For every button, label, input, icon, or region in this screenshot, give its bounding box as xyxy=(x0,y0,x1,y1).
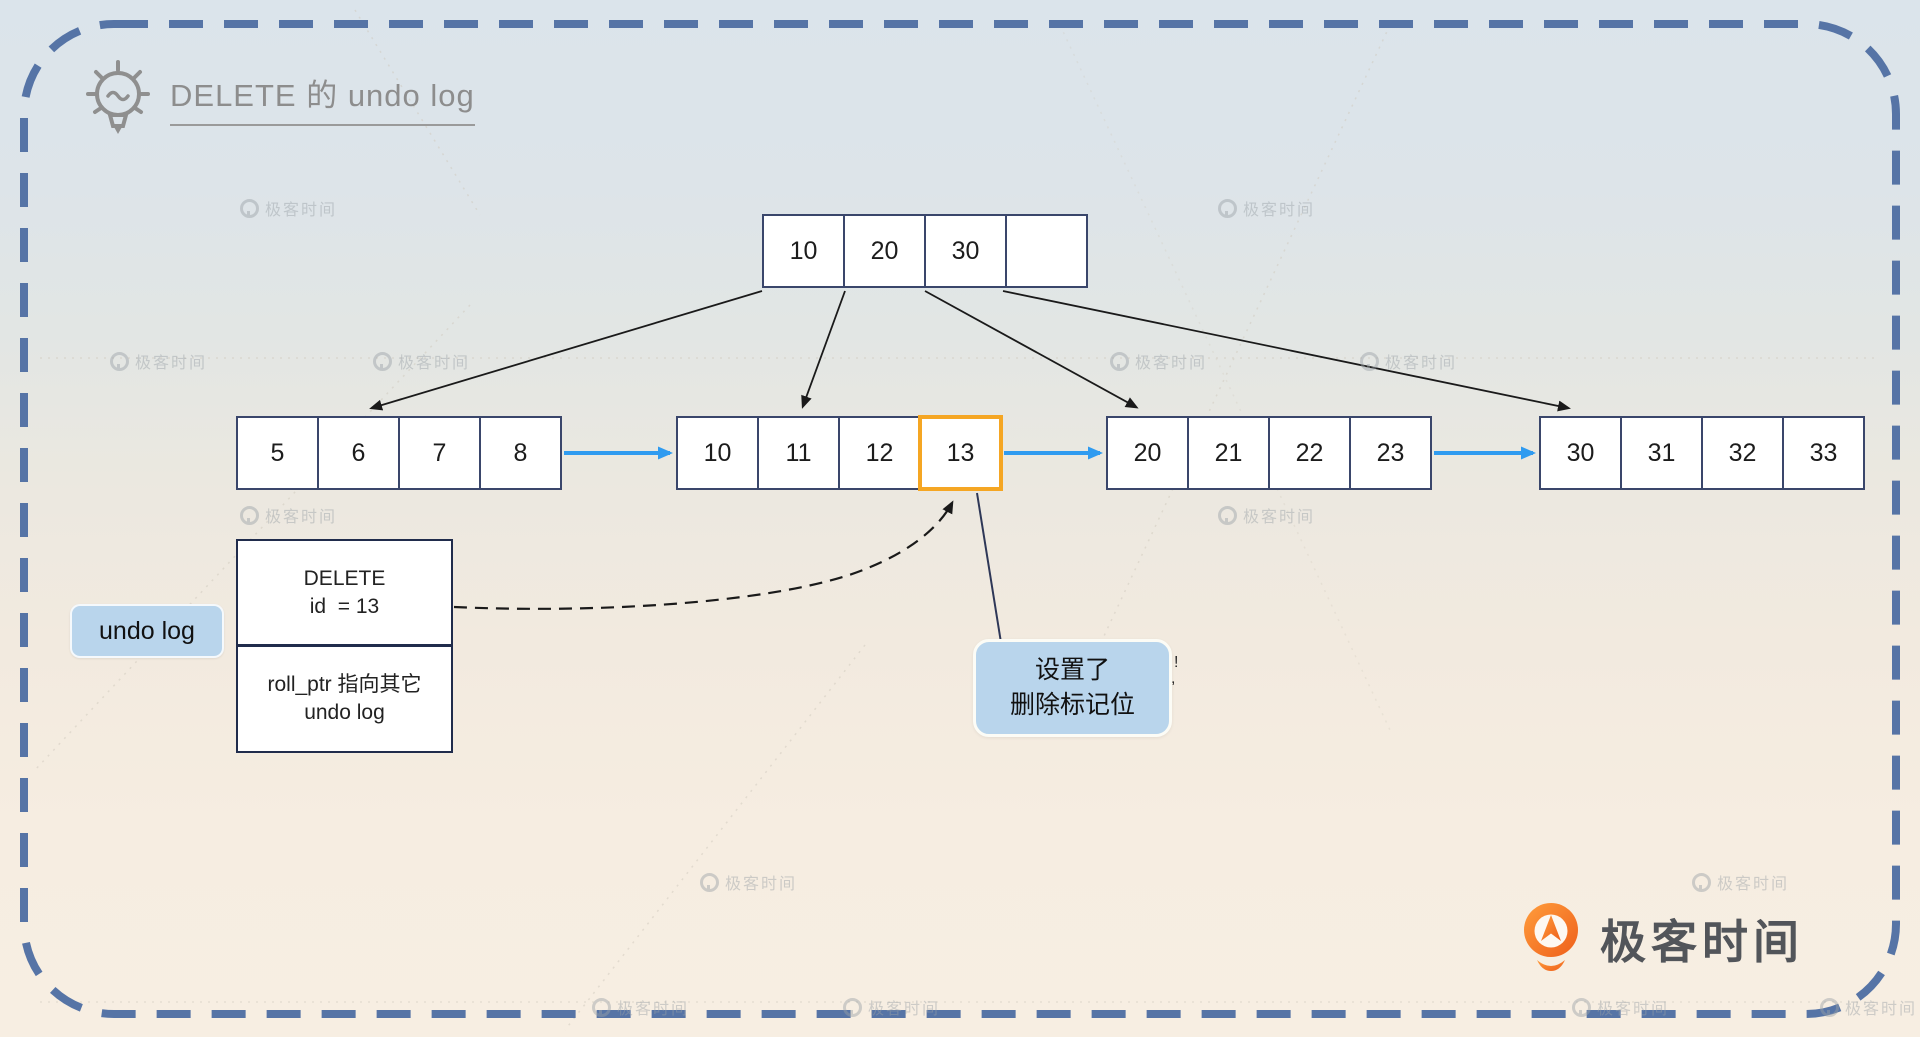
watermark-text: 极客时间 xyxy=(1243,509,1316,526)
slide-title-block: DELETE 的 undo log xyxy=(80,52,475,140)
watermark-logo-icon xyxy=(1692,872,1711,892)
leaf-cell: 21 xyxy=(1189,418,1270,488)
watermark-text: 极客时间 xyxy=(398,355,471,372)
leaf-cell: 20 xyxy=(1108,418,1189,488)
undo-log-label: undo log xyxy=(70,604,224,658)
watermark-text: 极客时间 xyxy=(725,876,798,893)
root-cell: 30 xyxy=(926,216,1007,286)
watermark: 极客时间 xyxy=(240,503,337,527)
leaf-cell: 33 xyxy=(1784,418,1863,488)
watermark: 极客时间 xyxy=(1572,995,1669,1019)
watermark: 极客时间 xyxy=(240,196,337,220)
watermark-logo-icon xyxy=(700,872,719,892)
root-cell: 10 xyxy=(764,216,845,286)
watermark-logo-icon xyxy=(240,198,259,218)
watermark-logo-icon xyxy=(240,505,259,525)
undo-ptr-line: undo log xyxy=(304,701,385,724)
watermark-logo-icon xyxy=(1110,351,1129,371)
root-to-leaf-arrows xyxy=(369,290,1571,412)
watermark-logo-icon xyxy=(843,997,862,1017)
callout-to-row13-connector xyxy=(976,492,1004,656)
watermark: 极客时间 xyxy=(1692,870,1789,894)
watermark-logo-icon xyxy=(592,997,611,1017)
watermark-text: 极客时间 xyxy=(265,202,338,219)
undo-op-line: id = 13 xyxy=(309,594,380,618)
leaf-cell: 11 xyxy=(759,418,840,488)
leaf-cell: 12 xyxy=(840,418,921,488)
watermark: 极客时间 xyxy=(1360,349,1457,373)
watermark-logo-icon xyxy=(1218,198,1237,218)
leaf-cell-deleted-13: 13 xyxy=(918,415,1003,491)
watermark-logo-icon xyxy=(373,351,392,371)
undo-op-line: DELETE xyxy=(303,566,386,590)
watermark-text: 极客时间 xyxy=(265,509,338,526)
watermark: 极客时间 xyxy=(1218,196,1315,220)
watermark-text: 极客时间 xyxy=(1597,1001,1670,1018)
watermark: 极客时间 xyxy=(1820,995,1917,1019)
watermark-logo-icon xyxy=(1218,505,1237,525)
lightbulb-icon xyxy=(86,60,150,134)
undo-record-to-row13-dashed-arrow xyxy=(453,500,954,610)
leaf-cell: 23 xyxy=(1351,418,1430,488)
background-dotted-guides xyxy=(34,9,1880,1031)
watermark-text: 极客时间 xyxy=(1243,202,1316,219)
leaf-cell: 7 xyxy=(400,418,481,488)
delete-mark-callout: 设置了 删除标记位 xyxy=(973,639,1172,737)
geektime-logo: 极客时间 xyxy=(1518,901,1804,977)
leaf-cell: 22 xyxy=(1270,418,1351,488)
watermark-text: 极客时间 xyxy=(1717,876,1790,893)
callout-line: 删除标记位 xyxy=(1009,691,1135,719)
callout-line: 设置了 xyxy=(1034,656,1110,684)
watermark: 极客时间 xyxy=(1110,349,1207,373)
undo-record-box: DELETE id = 13 roll_ptr 指向其它 undo log xyxy=(236,539,453,753)
watermark: 极客时间 xyxy=(373,349,470,373)
btree-root-node: 10 20 30 xyxy=(762,214,1088,288)
leaf-cell: 32 xyxy=(1703,418,1784,488)
leaf-cell: 30 xyxy=(1541,418,1622,488)
watermark: 极客时间 xyxy=(110,349,207,373)
watermark-logo-icon xyxy=(1820,997,1839,1017)
root-cell xyxy=(1007,216,1086,286)
text-artifact: ! xyxy=(1174,654,1179,671)
watermark-text: 极客时间 xyxy=(868,1001,941,1018)
watermark: 极客时间 xyxy=(843,995,940,1019)
watermark-logo-icon xyxy=(110,351,129,371)
watermark-text: 极客时间 xyxy=(135,355,208,372)
lightbulb-base xyxy=(114,127,122,134)
leaf-cell: 5 xyxy=(238,418,319,488)
watermark-text: 极客时间 xyxy=(1845,1001,1918,1018)
btree-leaf-node-2: 10 11 12 13 xyxy=(676,415,1003,491)
leaf-cell: 31 xyxy=(1622,418,1703,488)
page-title: DELETE 的 undo log xyxy=(170,70,475,126)
watermark: 极客时间 xyxy=(700,870,797,894)
watermark-text: 极客时间 xyxy=(1385,355,1458,372)
btree-leaf-node-3: 20 21 22 23 xyxy=(1106,416,1432,490)
btree-leaf-node-1: 5 6 7 8 xyxy=(236,416,562,490)
text-artifact: , xyxy=(1171,670,1176,687)
leaf-cell: 8 xyxy=(481,418,560,488)
watermark: 极客时间 xyxy=(592,995,689,1019)
dashed-frame-border xyxy=(20,20,1900,1018)
watermark: 极客时间 xyxy=(1218,503,1315,527)
watermark-logo-icon xyxy=(1572,997,1591,1017)
watermark-text: 极客时间 xyxy=(1135,355,1208,372)
undo-ptr-line: roll_ptr 指向其它 xyxy=(267,673,422,696)
geektime-logo-icon xyxy=(1524,903,1578,971)
btree-leaf-node-4: 30 31 32 33 xyxy=(1539,416,1865,490)
watermark-text: 极客时间 xyxy=(617,1001,690,1018)
leaf-cell: 10 xyxy=(678,418,759,488)
root-cell: 20 xyxy=(845,216,926,286)
leaf-cell: 6 xyxy=(319,418,400,488)
undo-record-operation: DELETE id = 13 xyxy=(238,541,451,647)
undo-record-rollptr: roll_ptr 指向其它 undo log xyxy=(238,647,451,751)
watermark-logo-icon xyxy=(1360,351,1379,371)
geektime-logo-text: 极客时间 xyxy=(1600,916,1804,968)
